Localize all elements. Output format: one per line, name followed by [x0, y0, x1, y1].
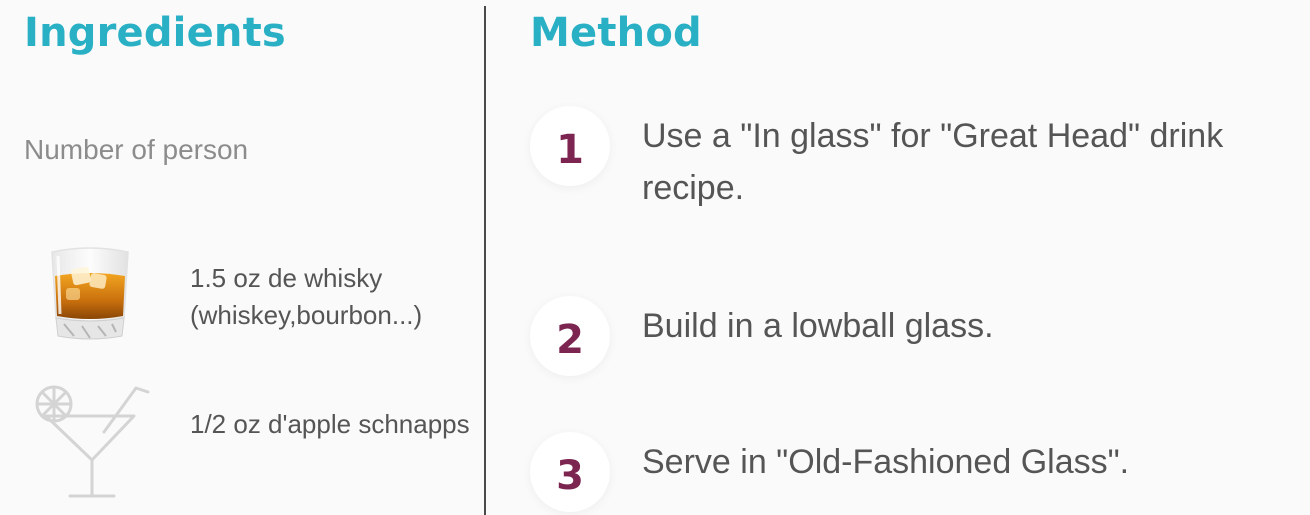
step-number: 3: [556, 453, 584, 499]
whisky-glass-image: [30, 240, 150, 360]
ingredient-item: 1.5 oz de whisky (whiskey,bourbon...): [0, 240, 484, 370]
ingredient-text: 1/2 oz d'apple schnapps: [190, 409, 470, 439]
ingredients-section: Ingredients Number of person: [0, 0, 484, 515]
step-number: 1: [556, 127, 584, 173]
step-text: Build in a lowball glass.: [642, 307, 994, 345]
method-title: Method: [530, 10, 702, 56]
ingredient-item: 1/2 oz d'apple schnapps: [0, 380, 484, 510]
section-divider: [484, 6, 486, 515]
step-number: 2: [556, 317, 584, 363]
step-text: Serve in "Old-Fashioned Glass".: [642, 443, 1130, 481]
step-text: Use a "In glass" for "Great Head" drink …: [642, 117, 1224, 207]
step-number-badge: 1: [530, 106, 610, 186]
step-number-badge: 3: [530, 432, 610, 512]
ingredients-title: Ingredients: [24, 10, 286, 56]
number-of-person-label: Number of person: [24, 134, 249, 165]
ingredient-text: 1.5 oz de whisky (whiskey,bourbon...): [190, 263, 423, 330]
cocktail-glass-icon: [30, 380, 150, 500]
method-section: Method 1 Use a "In glass" for "Great Hea…: [486, 0, 1310, 515]
step-number-badge: 2: [530, 296, 610, 376]
